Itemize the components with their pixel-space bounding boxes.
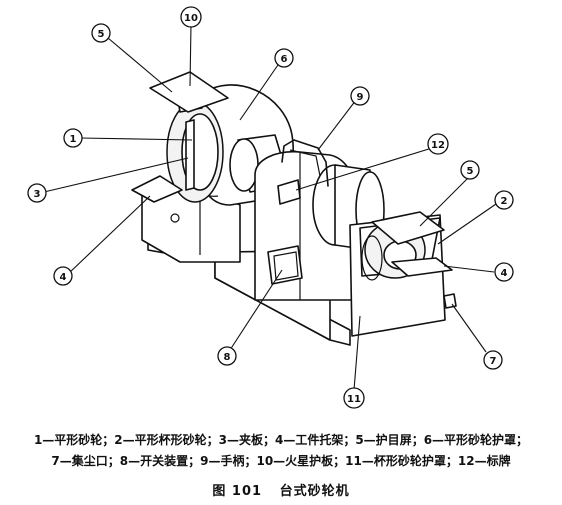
legend-line-2: 7—集尘口；8—开关装置；9—手柄；10—火星护板；11—杯形砂轮护罩；12—标… [51,454,511,468]
nameplate [277,179,301,205]
callout-4-left: 4 [53,266,73,286]
svg-text:11: 11 [347,394,361,405]
callout-4-right: 4 [494,262,514,282]
svg-text:12: 12 [431,140,445,151]
clamp-plate [185,119,195,191]
svg-text:5: 5 [467,166,474,177]
callout-5-left: 5 [91,23,111,43]
svg-text:3: 3 [34,189,41,200]
callout-10: 10 [180,6,202,28]
svg-text:6: 6 [281,54,288,65]
work-rest-right [391,257,453,277]
handle [281,139,329,187]
switch-device [267,245,303,285]
svg-text:10: 10 [184,13,198,24]
callout-3: 3 [27,183,47,203]
callout-6: 6 [274,48,294,68]
eye-shield-left [149,71,229,113]
legend-line-1: 1—平形砂轮；2—平形杯形砂轮；3—夹板；4—工件托架；5—护目屏；6—平形砂轮… [33,433,529,447]
callout-11: 11 [343,387,365,409]
callout-7: 7 [483,350,503,370]
callout-8: 8 [217,346,237,366]
svg-text:5: 5 [98,29,105,40]
figure-title: 台式砂轮机 [279,484,350,499]
work-rest-left [131,175,183,203]
svg-text:1: 1 [70,134,77,145]
figure-caption: 图 101 台式砂轮机 [0,480,562,499]
figure-number: 图 101 [212,484,263,499]
callout-12: 12 [427,133,449,155]
svg-text:8: 8 [224,352,231,363]
callout-9: 9 [350,86,370,106]
svg-text:9: 9 [357,92,364,103]
svg-text:4: 4 [60,272,67,283]
svg-text:7: 7 [490,356,497,367]
svg-text:2: 2 [501,196,508,207]
callout-2: 2 [494,190,514,210]
dust-outlet [443,293,457,309]
figure-legend: 1—平形砂轮；2—平形杯形砂轮；3—夹板；4—工件托架；5—护目屏；6—平形砂轮… [0,430,562,472]
leader-lines [43,23,497,391]
callout-5-right: 5 [460,160,480,180]
svg-text:4: 4 [501,268,508,279]
callout-1: 1 [63,128,83,148]
